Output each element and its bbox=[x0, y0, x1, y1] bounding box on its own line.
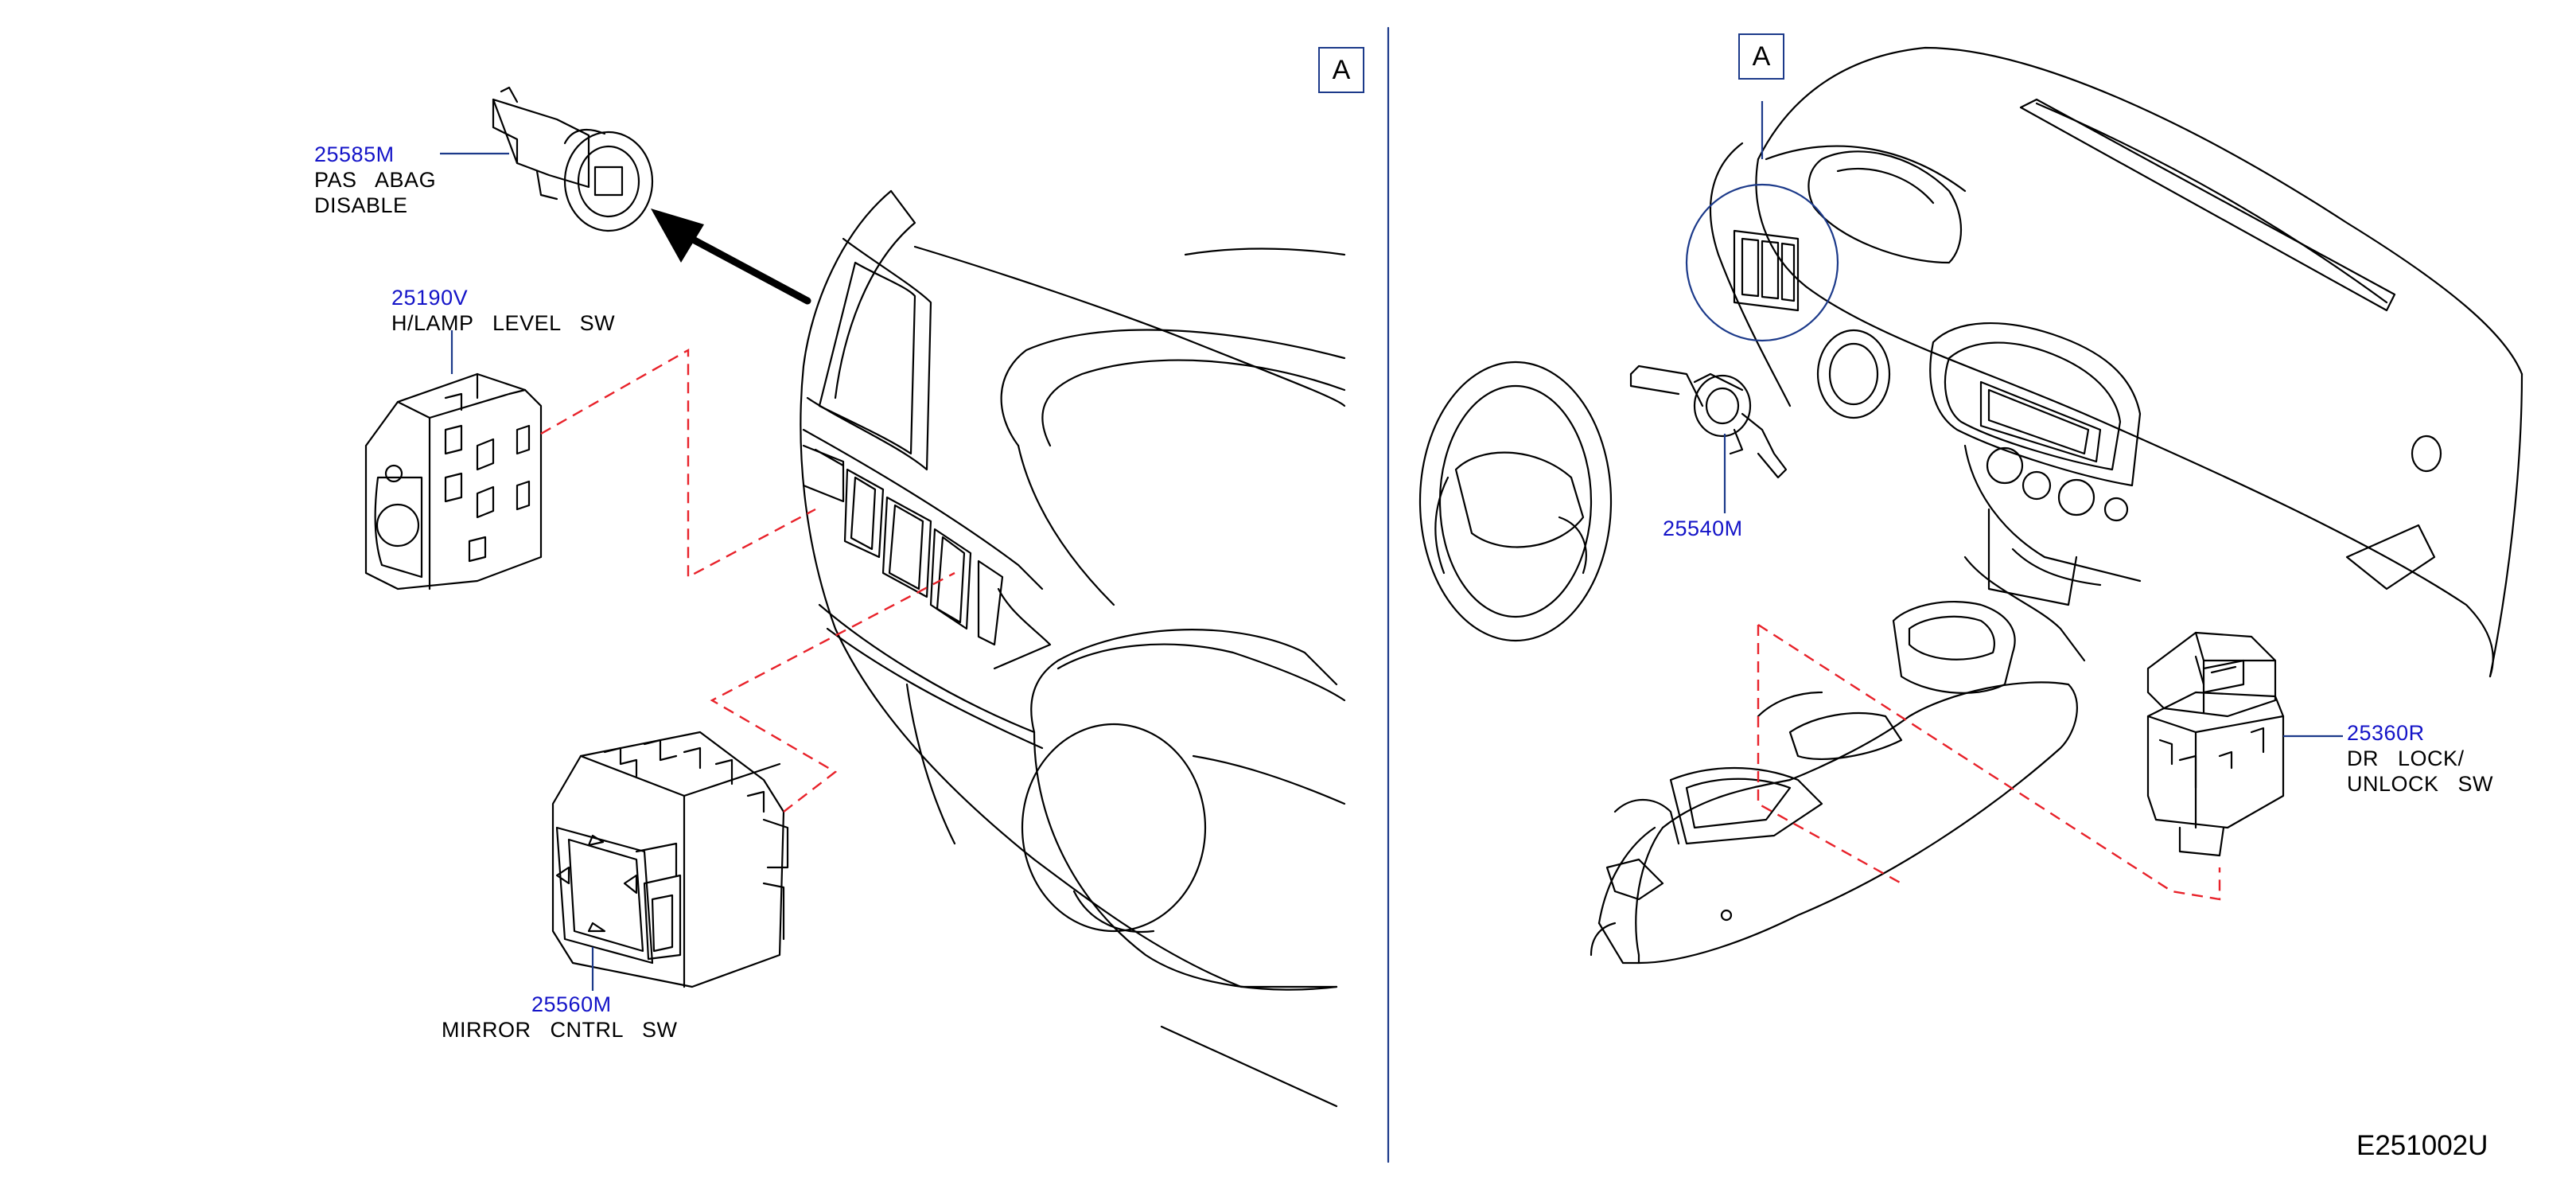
drawing-code: E251002U bbox=[2356, 1130, 2488, 1161]
combination-switch-drawing bbox=[1629, 364, 1788, 479]
part-number-25560M: 25560M bbox=[531, 992, 612, 1016]
view-label-box-left: A bbox=[1318, 47, 1364, 93]
part-desc-hlamp: H/LAMP LEVEL SW bbox=[391, 311, 616, 335]
leader-lines bbox=[440, 101, 2343, 991]
left-dashboard-closeup bbox=[800, 189, 1346, 1108]
part-number-25190V: 25190V bbox=[391, 286, 469, 310]
part-desc-pas-abag-line1: PAS ABAG bbox=[314, 168, 437, 192]
arrow-head bbox=[651, 209, 704, 263]
part-desc-pas-abag-line2: DISABLE bbox=[314, 193, 408, 217]
view-label-box-right: A bbox=[1738, 33, 1784, 80]
part-desc-drlock-line1: DR LOCK/ bbox=[2347, 746, 2465, 770]
right-dashboard-overview bbox=[1590, 46, 2523, 965]
dashed-guides bbox=[540, 348, 2221, 901]
part-desc-mirror: MIRROR CNTRL SW bbox=[442, 1018, 678, 1042]
door-lock-switch-drawing bbox=[2146, 631, 2285, 857]
part-number-25540M: 25540M bbox=[1663, 516, 1743, 540]
location-arrow bbox=[680, 231, 811, 305]
mirror-switch-drawing bbox=[551, 731, 789, 988]
pas-abag-switch-drawing bbox=[492, 86, 654, 232]
part-number-25360R: 25360R bbox=[2347, 721, 2425, 745]
steering-wheel-drawing bbox=[1418, 361, 1613, 642]
part-number-25585M: 25585M bbox=[314, 142, 395, 166]
part-desc-drlock-line2: UNLOCK SW bbox=[2347, 772, 2494, 796]
hlamp-switch-drawing bbox=[364, 372, 543, 590]
